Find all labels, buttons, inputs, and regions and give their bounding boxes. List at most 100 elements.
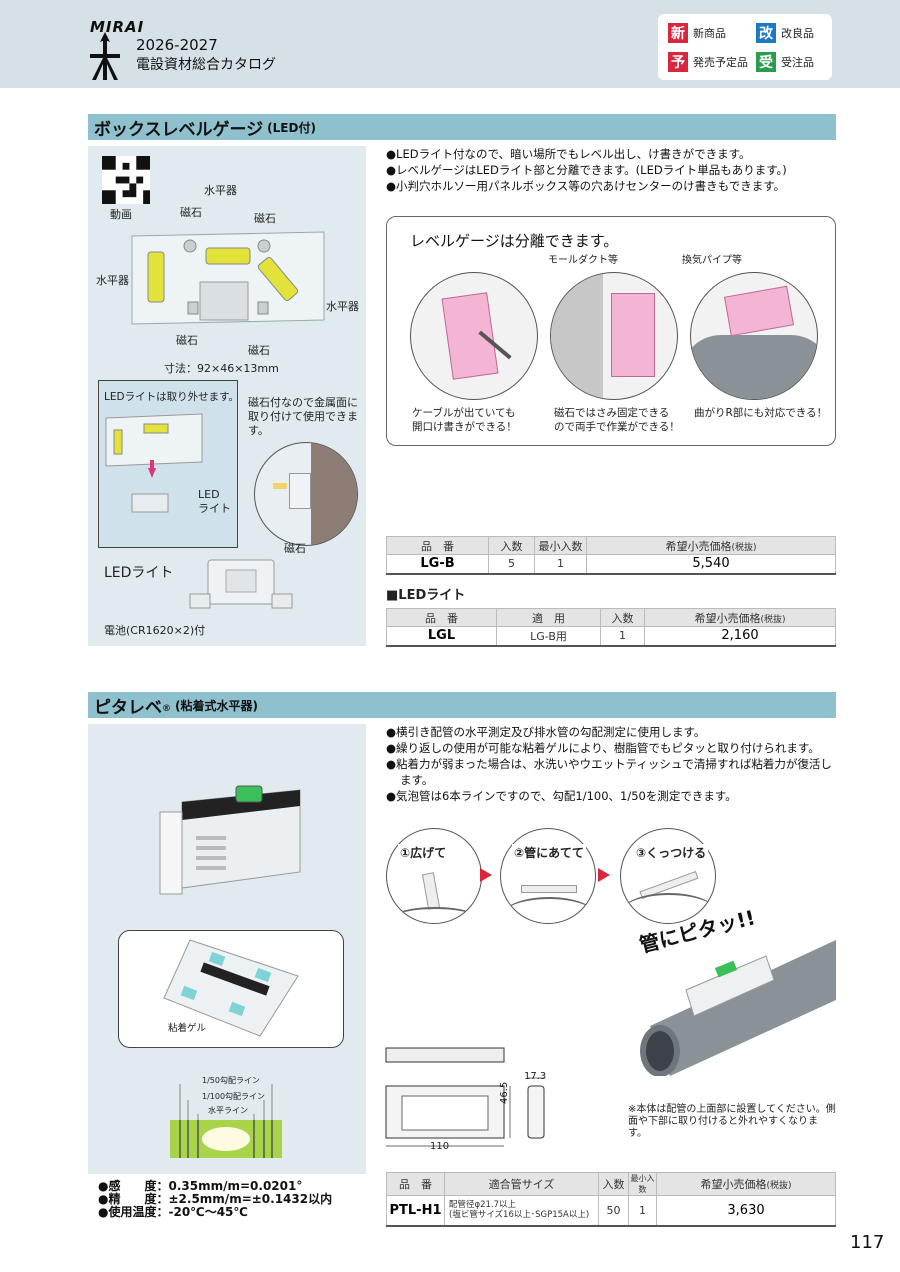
step-arrow-2: [598, 868, 610, 882]
legend-order: 受 受注品: [756, 52, 814, 72]
bubble-label-level: 水平ライン: [208, 1106, 248, 1115]
table-lgl: 品 番 適 用 入数 希望小売価格(税抜) LGL LG-B用 1 2,160: [386, 608, 836, 647]
led-light-image: [189, 559, 293, 609]
callout-tag-duct: モールダクト等: [548, 255, 618, 266]
label-jishaku-tl: 磁石: [180, 206, 202, 219]
th-price: 希望小売価格(税抜): [656, 1172, 836, 1196]
legend-planned-mark: 予: [668, 52, 688, 72]
th-use: 適 用: [496, 608, 601, 627]
gel-label: 粘着ゲル: [168, 1023, 207, 1034]
th-price-label: 希望小売価格: [700, 1178, 767, 1191]
cell-qty: 50: [598, 1195, 629, 1226]
magnet-label: 磁石: [284, 542, 306, 555]
table-ptl: 品 番 適合管サイズ 入数 最小入数 希望小売価格(税抜) PTL-H1 配管径…: [386, 1172, 836, 1227]
spec-sensitivity-label: ●感 度: [98, 1179, 157, 1193]
battery-note: 電池(CR1620×2)付: [104, 624, 206, 637]
spec-accuracy-label: ●精 度: [98, 1192, 157, 1206]
th-price-note: (税抜): [731, 542, 757, 553]
label-suihei-top: 水平器: [204, 184, 237, 197]
table-row: LG-B 5 1 5,540: [386, 554, 836, 574]
led-light-title: LEDライト: [104, 565, 174, 581]
size-label: 寸法：92×46×13mm: [164, 362, 279, 375]
spec-accuracy-value: ：±2.5mm/m=±0.1432以内: [156, 1192, 333, 1206]
section2-subtitle: (粘着式水平器): [175, 698, 258, 713]
cell-size: 配管径φ21.7以上 (塩ビ管サイズ16以上･SGP15A以上): [444, 1195, 599, 1226]
th-part: 品 番: [386, 536, 489, 555]
th-price-note: (税抜): [760, 614, 786, 625]
step-1-circle: [386, 828, 482, 924]
led-detach-image: [105, 413, 203, 513]
callout-tag-pipe: 換気パイプ等: [682, 255, 742, 266]
dim-height: 46.5: [499, 1081, 510, 1104]
cell-part: PTL-H1: [386, 1195, 445, 1226]
section1-bullet-1: ●LEDライト付なので、暗い場所でもレベル出し、け書きができます。: [386, 147, 751, 161]
legend-new-label: 新商品: [693, 27, 726, 40]
dim-width: 110: [430, 1141, 450, 1152]
section2-title: ピタレベ: [94, 697, 162, 718]
legend-planned-label: 発売予定品: [693, 56, 748, 69]
led-detach-box: [98, 380, 238, 548]
qr-label: 動画: [110, 208, 132, 221]
table-lgb: 品 番 入数 最小入数 希望小売価格(税抜) LG-B 5 1 5,540: [386, 536, 836, 575]
th-size: 適合管サイズ: [444, 1172, 599, 1196]
legend-new-mark: 新: [668, 23, 688, 43]
step-arrow-1: [480, 868, 492, 882]
spec-list: ●感 度：0.35mm/m=0.0201° ●精 度：±2.5mm/m=±0.1…: [98, 1180, 332, 1219]
cell-use: LG-B用: [496, 626, 601, 646]
cell-part: LGL: [386, 626, 497, 646]
section1-bullets: ●LEDライト付なので、暗い場所でもレベル出し、け書きができます。 ●レベルゲー…: [386, 146, 842, 194]
legend-improved-label: 改良品: [781, 27, 814, 40]
callout-caption-3: 曲がりR部にも対応できる！: [694, 407, 828, 419]
section2-bullets: ●横引き配管の水平測定及び排水管の勾配測定に使用します。 ●繰り返しの使用が可能…: [386, 724, 838, 804]
label-jishaku-tr: 磁石: [254, 212, 276, 225]
spec-sensitivity-value: ：0.35mm/m=0.0201°: [156, 1179, 303, 1193]
label-suihei-left: 水平器: [96, 274, 129, 287]
step-2-circle: [500, 828, 596, 924]
th-part: 品 番: [386, 1172, 445, 1196]
brand-logo-text: MIRAI: [90, 18, 145, 36]
th-qty: 入数: [488, 536, 535, 555]
table-row: PTL-H1 配管径φ21.7以上 (塩ビ管サイズ16以上･SGP15A以上) …: [386, 1195, 836, 1226]
cell-part: LG-B: [386, 554, 489, 574]
legend-improved-mark: 改: [756, 23, 776, 43]
section1-bullet-2: ●レベルゲージはLEDライト部と分離できます。(LEDライト単品もあります。): [386, 163, 787, 177]
bubble-label-1-50: 1/50勾配ライン: [202, 1076, 260, 1085]
magnet-note: 磁石付なので金属面に取り付けて使用できます。: [248, 396, 358, 437]
pitaleve-product-image: [159, 785, 301, 895]
step-1-label: ①広げて: [398, 844, 449, 861]
legend-order-mark: 受: [756, 52, 776, 72]
callout-title: レベルゲージは分離できます。: [410, 232, 619, 250]
callout-caption-2: 磁石ではさみ固定できる ので両手で作業ができる！: [554, 407, 680, 433]
callout-caption-1: ケーブルが出ていても 開口け書きができる！: [412, 407, 517, 433]
cell-price: 5,540: [586, 554, 836, 574]
section2-title-bar: ピタレベ ® (粘着式水平器): [88, 692, 836, 718]
bubble-label-1-100: 1/100勾配ライン: [202, 1092, 266, 1101]
pipe-mounted-image: [640, 940, 836, 1076]
brand-logo-icon: [90, 32, 120, 80]
th-price-label: 希望小売価格: [665, 539, 732, 553]
magnet-circle-image: [254, 442, 358, 546]
th-min: 最小入数: [534, 536, 587, 555]
step-3-circle: [620, 828, 716, 924]
section1-bullet-3: ●小判穴ホルソー用パネルボックス等の穴あけセンターのけ書きもできます。: [386, 179, 786, 193]
spec-temp: ●使用温度：-20℃～45℃: [98, 1206, 332, 1219]
catalog-title: 電設資材総合カタログ: [136, 57, 276, 73]
led-detach-title: LEDライトは取り外せます。: [104, 391, 240, 403]
level-gauge-image: [131, 231, 325, 325]
cell-qty: 5: [488, 554, 535, 574]
page-number: 117: [850, 1232, 885, 1253]
dim-depth: 17.3: [524, 1071, 547, 1082]
legend-planned: 予 発売予定品: [668, 52, 748, 72]
section2-bullet-3: ●粘着力が弱まった場合は、水洗いやウエットティッシュで清掃すれば粘着力が復活しま…: [386, 757, 832, 787]
cell-qty: 1: [600, 626, 645, 646]
callout-circle-cable: [410, 272, 538, 400]
label-jishaku-bl: 磁石: [176, 334, 198, 347]
bubble-tube-diagram: [170, 1084, 282, 1158]
legend-improved: 改 改良品: [756, 23, 814, 43]
section1-title: ボックスレベルゲージ: [94, 119, 264, 140]
qr-code-icon[interactable]: [102, 156, 150, 204]
table-row: LGL LG-B用 1 2,160: [386, 626, 836, 646]
cell-min: 1: [534, 554, 587, 574]
label-suihei-right: 水平器: [326, 300, 359, 313]
th-part: 品 番: [386, 608, 497, 627]
